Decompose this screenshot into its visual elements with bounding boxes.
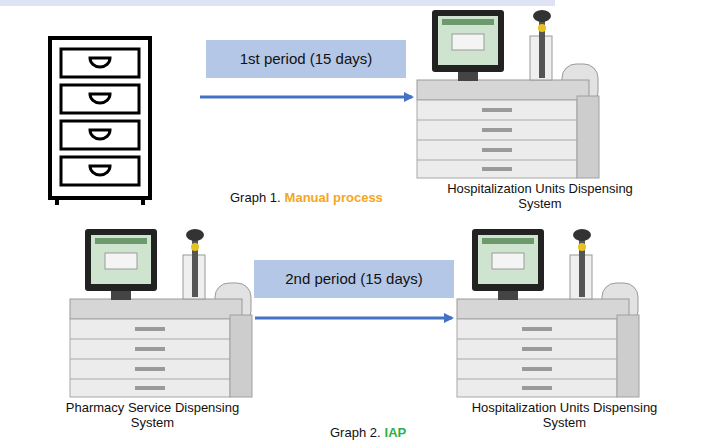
node-caption: Hospitalization Units Dispensing System xyxy=(459,400,671,430)
illustrated-node: Pharmacy Service Dispensing System xyxy=(50,225,255,430)
dispensing-machine-illustration xyxy=(452,225,642,400)
period-label-box: 2nd period (15 days) xyxy=(254,260,454,298)
illustrated-node xyxy=(45,35,200,207)
top-strip xyxy=(0,0,555,6)
dispensing-machine-illustration xyxy=(65,225,255,400)
node-art xyxy=(65,225,255,400)
graph-number: Graph 1. xyxy=(230,190,281,205)
node-caption: Pharmacy Service Dispensing System xyxy=(54,400,252,430)
flow-arrow xyxy=(255,317,452,320)
node-art xyxy=(47,35,200,207)
node-art xyxy=(412,6,668,181)
dispensing-machine-illustration xyxy=(412,6,602,181)
graph-caption: Graph 1. Manual process xyxy=(230,190,383,206)
graph-number: Graph 2. xyxy=(330,425,381,440)
graph-name: Manual process xyxy=(285,190,383,205)
node-caption: Hospitalization Units Dispensing System xyxy=(434,181,646,211)
node-art xyxy=(452,225,677,400)
graph-caption: Graph 2. IAP xyxy=(330,425,406,441)
graph-name: IAP xyxy=(385,425,407,440)
filing-cabinet-icon xyxy=(47,35,157,207)
period-label-box: 1st period (15 days) xyxy=(206,40,406,78)
illustrated-node: Hospitalization Units Dispensing System xyxy=(412,6,668,211)
illustrated-node: Hospitalization Units Dispensing System xyxy=(452,225,677,430)
flow-arrow xyxy=(200,96,412,99)
